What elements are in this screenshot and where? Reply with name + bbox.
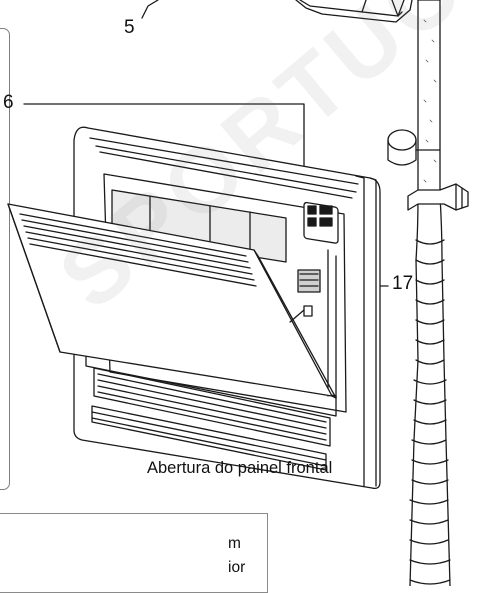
note-fragment-2: ior (228, 559, 246, 576)
top-unit (295, 0, 413, 23)
label-5: 5 (124, 17, 135, 38)
drain-hose (409, 0, 451, 586)
note-fragment-1: m (228, 535, 241, 552)
label-17: 17 (392, 273, 414, 294)
front-panel-open (7, 203, 337, 399)
note-box (0, 513, 268, 593)
leader-line-5 (141, 0, 159, 19)
hose-clamp-upper (387, 129, 441, 166)
side-frame (0, 28, 10, 490)
label-6: 6 (3, 92, 14, 113)
hose-clamp-lower (407, 183, 469, 211)
caption: Abertura do painel frontal (147, 459, 333, 477)
